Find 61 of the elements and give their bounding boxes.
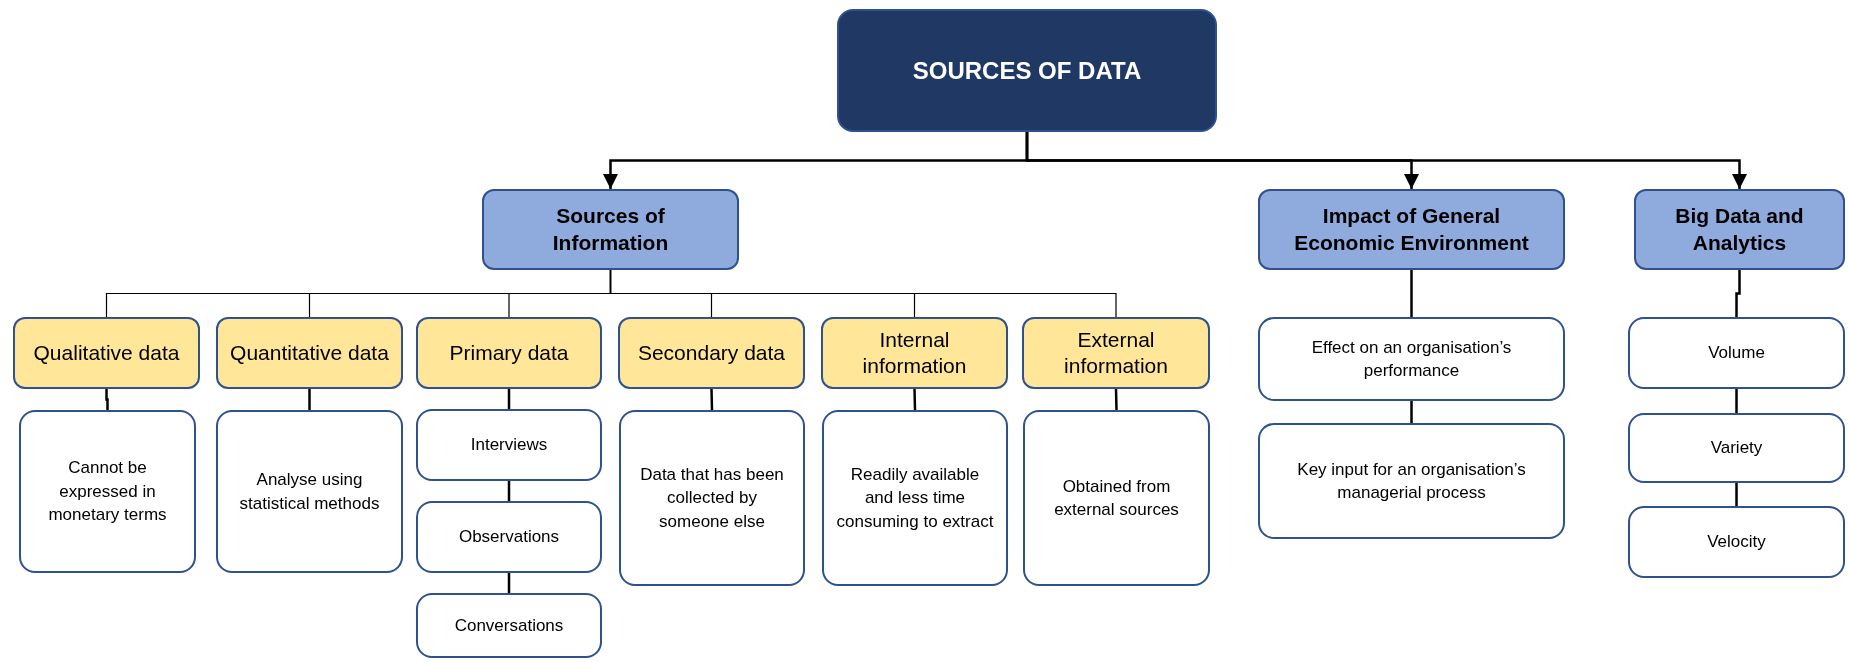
detail-box xyxy=(1023,410,1210,586)
box-label: Volume xyxy=(1708,342,1765,365)
subcategory-box xyxy=(821,317,1008,389)
detail-box xyxy=(1258,423,1565,539)
connector-line xyxy=(1735,389,1738,413)
connector-line xyxy=(609,269,1117,318)
detail-box xyxy=(1628,413,1845,483)
box-label: Observations xyxy=(458,526,560,549)
detail-box xyxy=(822,410,1008,586)
subcategory-box xyxy=(13,317,200,389)
box-label: Internal information xyxy=(861,326,968,379)
box-label: Quantitative data xyxy=(230,339,389,366)
category-box xyxy=(1634,189,1845,270)
connector-line xyxy=(105,389,109,410)
box-label: Data that has been collected by someone else xyxy=(639,463,785,533)
subcategory-box xyxy=(618,317,805,389)
connector-line xyxy=(1410,270,1413,317)
box-label: SOURCES OF DATA xyxy=(912,55,1142,86)
category-box xyxy=(1258,189,1565,270)
box-label: Velocity xyxy=(1707,531,1766,554)
box-label: Big Data and Analytics xyxy=(1674,203,1805,256)
detail-box xyxy=(1628,506,1845,578)
box-label: Obtained from external sources xyxy=(1053,475,1180,521)
detail-box xyxy=(216,410,403,573)
connector-line xyxy=(507,389,511,409)
detail-box xyxy=(416,409,602,481)
box-label: Secondary data xyxy=(637,339,786,366)
connector-line xyxy=(308,389,311,410)
box-label: Qualitative data xyxy=(33,339,180,366)
box-label: Readily available and less time consuming to extract xyxy=(836,463,994,533)
box-label: Impact of General Economic Environment xyxy=(1293,203,1530,256)
subcategory-box xyxy=(216,317,403,389)
connector-line xyxy=(1114,388,1118,411)
connector-line xyxy=(1735,483,1738,506)
box-label: Sources of Information xyxy=(551,203,670,256)
detail-box xyxy=(1628,317,1845,389)
box-label: Interviews xyxy=(470,434,548,457)
connector-line xyxy=(507,481,511,501)
box-label: Primary data xyxy=(449,339,569,366)
box-label: Variety xyxy=(1710,437,1763,460)
box-label: External information xyxy=(1063,326,1169,379)
category-box xyxy=(482,189,739,270)
connector-line xyxy=(1735,270,1741,317)
connector-line xyxy=(913,388,917,411)
detail-box xyxy=(416,501,602,573)
subcategory-box xyxy=(1022,317,1210,389)
connector-line xyxy=(507,573,511,593)
box-label: Effect on an organisation’s performance xyxy=(1310,336,1513,382)
detail-box xyxy=(619,410,805,586)
connector-line xyxy=(1410,401,1413,423)
box-label: Key input for an organisation’s managerial process xyxy=(1296,458,1527,504)
box-label: Conversations xyxy=(454,614,564,637)
connector-line xyxy=(710,388,714,411)
subcategory-box xyxy=(416,317,602,389)
detail-box xyxy=(19,410,196,573)
detail-box xyxy=(416,593,602,658)
box-label: Cannot be expressed in monetary terms xyxy=(47,457,168,527)
title-box xyxy=(837,9,1217,132)
detail-box xyxy=(1258,317,1565,401)
connector-line xyxy=(1025,132,1747,189)
box-label: Analyse using statistical methods xyxy=(238,469,381,515)
